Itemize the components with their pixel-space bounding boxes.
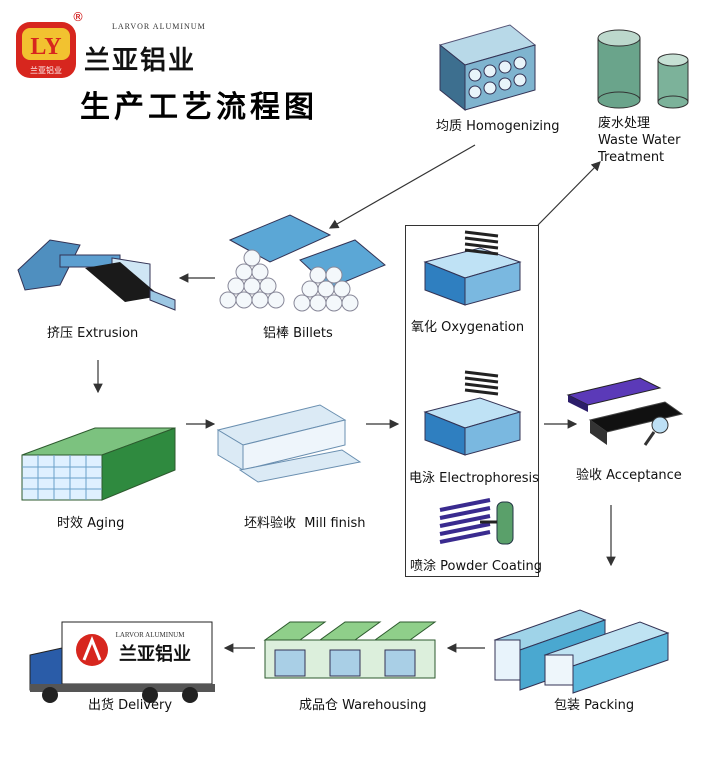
label-powder-coating: 喷涂 Powder Coating xyxy=(410,559,543,574)
label-packing: 包装 Packing xyxy=(554,698,635,713)
powder-coating-icon xyxy=(439,498,514,545)
label-oxygenation: 氧化 Oxygenation xyxy=(411,320,525,335)
label-aging: 时效 Aging xyxy=(57,516,125,531)
label-acceptance: 验收 Acceptance xyxy=(576,468,682,483)
company-logo: LY 兰亚铝业 xyxy=(14,18,78,82)
label-extrusion: 挤压 Extrusion xyxy=(47,326,139,341)
registered-mark: ® xyxy=(72,10,84,24)
delivery-truck-icon: LARVOR ALUMINUM 兰亚铝业 xyxy=(29,621,215,703)
acceptance-profile-icon xyxy=(566,377,684,446)
packing-bundle-icon xyxy=(493,609,670,694)
oxygenation-tank-icon xyxy=(423,230,522,306)
truck-brand-chinese: 兰亚铝业 xyxy=(119,643,191,665)
surface-treatment-box xyxy=(405,225,539,577)
arrow-box-to-waste-water xyxy=(537,161,601,226)
brand-english: LARVOR ALUMINUM xyxy=(112,22,206,31)
aging-furnace-icon xyxy=(21,427,176,501)
label-waste-water: 废水处理 Waste Water Treatment xyxy=(598,116,681,165)
truck-brand-english: LARVOR ALUMINUM xyxy=(116,631,186,639)
logo-subtext: 兰亚铝业 xyxy=(30,65,62,75)
label-mill-finish: 坯料验收 Mill finish xyxy=(244,516,366,531)
waste-water-tank-icon xyxy=(597,29,689,109)
label-warehousing: 成品仓 Warehousing xyxy=(299,698,427,713)
label-delivery: 出货 Delivery xyxy=(88,698,173,713)
page-title: 生产工艺流程图 xyxy=(80,90,318,125)
brand-chinese: 兰亚铝业 xyxy=(84,46,197,76)
logo-letters: LY xyxy=(30,34,61,60)
mill-finish-profile-icon xyxy=(216,404,362,483)
flow-arrows xyxy=(93,144,616,653)
warehouse-icon xyxy=(263,621,437,679)
label-homogenizing: 均质 Homogenizing xyxy=(436,119,560,134)
homogenizing-furnace-icon xyxy=(438,24,537,112)
label-billets: 铝棒 Billets xyxy=(263,326,333,341)
electrophoresis-tank-icon xyxy=(423,370,522,456)
extrusion-press-icon xyxy=(17,239,176,311)
label-electrophoresis: 电泳 Electrophoresis xyxy=(409,471,539,486)
arrow-homogenizing-to-billets xyxy=(328,144,476,229)
billets-icon xyxy=(219,214,386,312)
